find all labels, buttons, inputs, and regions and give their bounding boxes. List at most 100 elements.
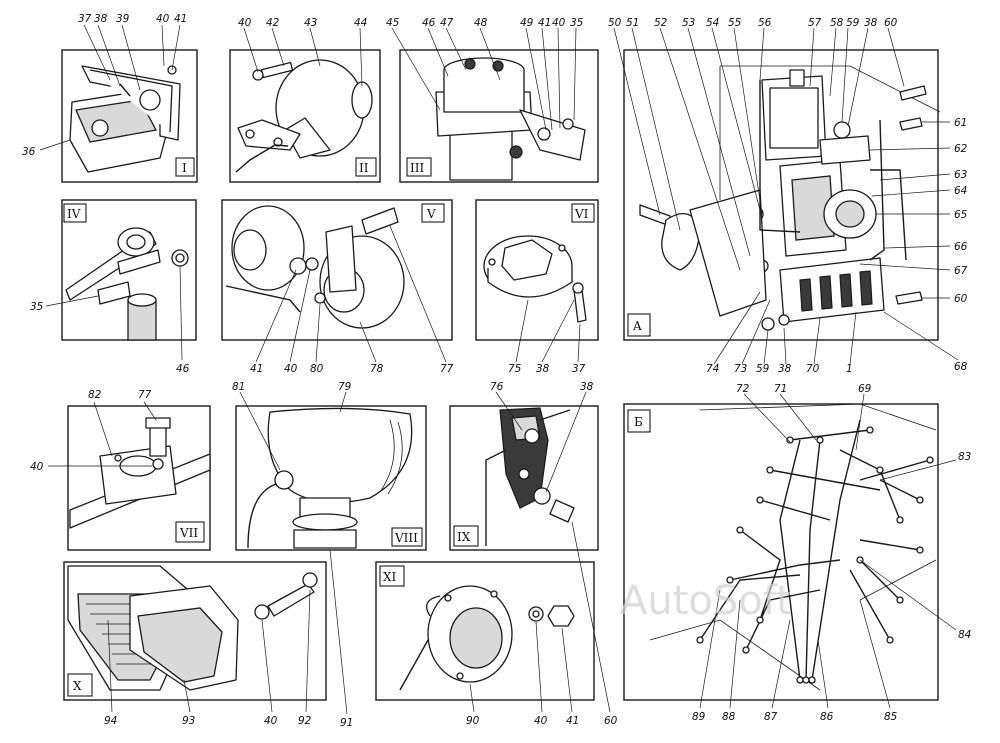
panel-VIII: VIII [235, 405, 427, 551]
callout-label: 77 [440, 363, 454, 375]
panel-III: III [399, 49, 599, 183]
callout-label: 1 [846, 363, 853, 375]
callout-label: 93 [182, 715, 195, 727]
callout-label: 49 [520, 17, 534, 29]
callout-label: 35 [570, 17, 584, 29]
callout-label: 82 [88, 389, 102, 401]
callout-label: 60 [604, 715, 618, 727]
callout-label: 41 [538, 17, 551, 29]
callout-label: 74 [706, 363, 719, 375]
callout-label: 81 [232, 381, 245, 393]
callout-label: 41 [250, 363, 263, 375]
panel-XI: XI [375, 561, 595, 701]
callout-label: 37 [572, 363, 586, 375]
callout-label: 69 [858, 383, 872, 395]
callout-label: 39 [116, 13, 130, 25]
callout-label: 42 [266, 17, 280, 29]
callout-label: 94 [104, 715, 117, 727]
callout-label: 79 [338, 381, 352, 393]
callout-label: 43 [304, 17, 317, 29]
panel-label-X: X [73, 679, 82, 693]
callout-label: 88 [722, 711, 736, 723]
callout-label: 37 [78, 13, 92, 25]
callout-label: 63 [954, 169, 967, 181]
panel-A: A [623, 49, 941, 341]
callout-label: 44 [354, 17, 367, 29]
panel-label-III: III [410, 161, 424, 175]
callout-label: 51 [626, 17, 639, 29]
panel-label-V: V [426, 207, 436, 221]
callout-label: 36 [22, 146, 36, 158]
callout-label: 70 [806, 363, 820, 375]
panel-VII: VII [67, 405, 211, 551]
panel-label-II: II [359, 161, 369, 175]
panel-B: Б [623, 403, 939, 701]
callout-label: 86 [820, 711, 834, 723]
callout-label: 38 [580, 381, 594, 393]
callout-label: 54 [706, 17, 719, 29]
callout-label: 59 [846, 17, 860, 29]
callout-label: 40 [552, 17, 566, 29]
panel-label-B: Б [634, 415, 643, 429]
panel-IV: IV [61, 199, 197, 341]
callout-label: 38 [864, 17, 878, 29]
callout-label: 56 [758, 17, 772, 29]
panel-label-VIII: VIII [394, 531, 418, 545]
callout-label: 75 [508, 363, 522, 375]
panel-label-XI: XI [383, 570, 397, 584]
callout-label: 78 [370, 363, 384, 375]
callout-label: 55 [728, 17, 742, 29]
callout-label: 58 [830, 17, 844, 29]
callout-label: 87 [764, 711, 778, 723]
callout-label: 62 [954, 143, 968, 155]
callout-label: 59 [756, 363, 770, 375]
watermark: AutoSoft [620, 578, 792, 624]
callout-labels: 37 38 39 40 41 36 40 42 43 44 45 46 47 4… [22, 13, 971, 729]
callout-label: 91 [340, 717, 353, 729]
callout-label: 40 [534, 715, 548, 727]
callout-label: 64 [954, 185, 967, 197]
panel-label-A: A [632, 319, 642, 333]
callout-label: 40 [284, 363, 298, 375]
callout-label: 45 [386, 17, 400, 29]
callout-label: 40 [156, 13, 170, 25]
panel-label-VI: VI [574, 207, 589, 221]
callout-label: 73 [734, 363, 747, 375]
callout-label: 46 [176, 363, 190, 375]
panel-X: X [63, 561, 327, 701]
panel-VI: VI [475, 199, 599, 341]
callout-label: 76 [490, 381, 504, 393]
panel-V: V [221, 199, 453, 341]
panel-label-I: I [182, 161, 187, 175]
callout-label: 40 [238, 17, 252, 29]
panel-label-IX: IX [457, 530, 471, 544]
callout-label: 67 [954, 265, 968, 277]
callout-label: 65 [954, 209, 968, 221]
callout-label: 89 [692, 711, 706, 723]
callout-label: 68 [954, 361, 968, 373]
callout-label: 77 [138, 389, 152, 401]
panel-label-IV: IV [67, 207, 81, 221]
callout-label: 90 [466, 715, 480, 727]
callout-label: 60 [884, 17, 898, 29]
callout-label: 60 [954, 293, 968, 305]
panel-label-VII: VII [179, 526, 198, 540]
callout-label: 92 [298, 715, 312, 727]
callout-label: 85 [884, 711, 898, 723]
callout-label: 38 [778, 363, 792, 375]
callout-label: 46 [422, 17, 436, 29]
callout-label: 38 [536, 363, 550, 375]
panel-II: II [229, 49, 381, 183]
callout-leaders [39, 24, 959, 715]
callout-label: 53 [682, 17, 695, 29]
callout-label: 84 [958, 629, 971, 641]
callout-label: 80 [310, 363, 324, 375]
callout-label: 41 [566, 715, 579, 727]
callout-label: 40 [30, 461, 44, 473]
callout-label: 38 [94, 13, 108, 25]
callout-label: 66 [954, 241, 968, 253]
callout-label: 40 [264, 715, 278, 727]
callout-label: 52 [654, 17, 668, 29]
panel-IX: IX [449, 405, 599, 551]
